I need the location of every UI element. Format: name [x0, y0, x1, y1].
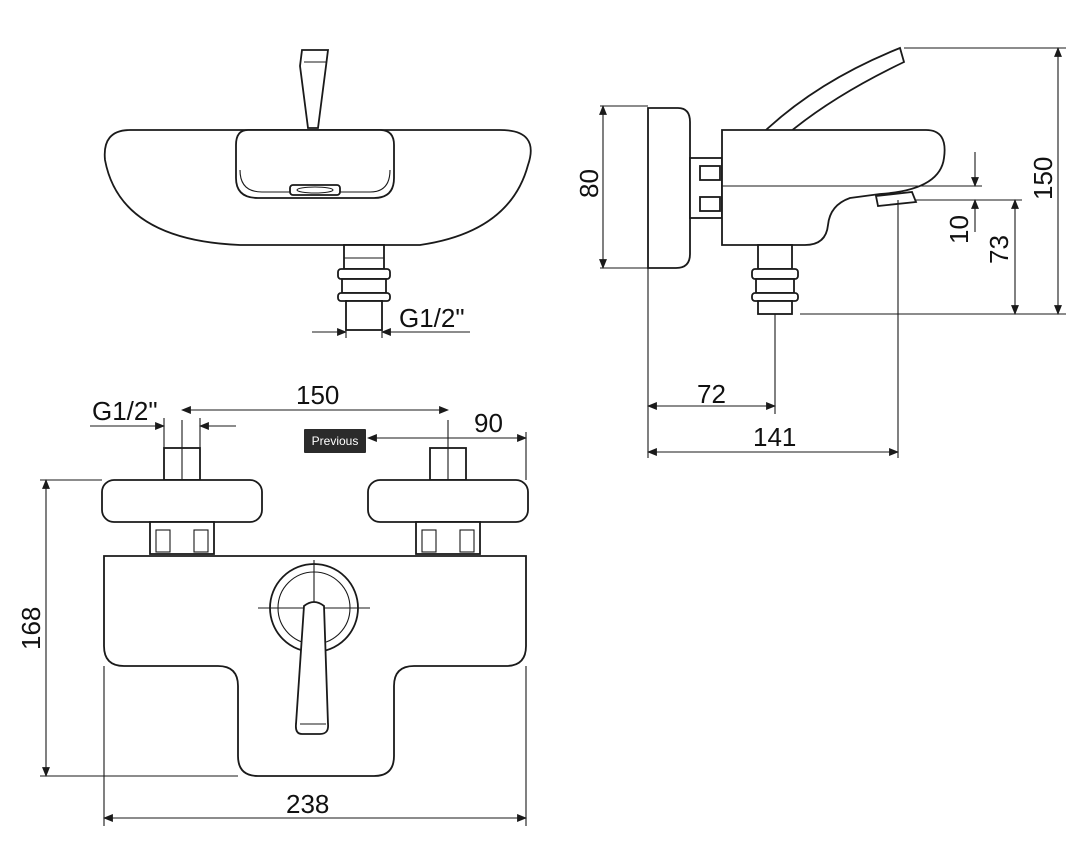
top-inlet-offset-label: 90 [474, 408, 503, 438]
side-depth-inlet-label: 72 [697, 379, 726, 409]
side-mixer-body [721, 129, 946, 246]
front-thread-dimension: G1/2" [312, 300, 470, 338]
top-left-flange [101, 479, 263, 523]
side-connector [751, 244, 799, 315]
side-view: 80 150 10 73 72 141 [574, 46, 1066, 458]
front-cartridge-cover [235, 129, 395, 199]
side-wall-plate [647, 107, 691, 269]
previous-button[interactable]: Previous [304, 429, 366, 453]
side-height-label: 80 [574, 169, 604, 198]
front-thread-label: G1/2" [399, 303, 465, 333]
side-spout-offset-label: 10 [944, 215, 974, 244]
front-lever [299, 49, 330, 129]
front-view: G1/2" [103, 49, 532, 338]
top-thread-label: G1/2" [92, 396, 158, 426]
top-width-label: 238 [286, 789, 329, 819]
side-outlet-height-label: 73 [984, 235, 1014, 264]
top-height-label: 168 [16, 607, 46, 650]
side-hose [763, 46, 906, 133]
top-right-flange [367, 479, 529, 523]
top-thread-dimension: G1/2" [90, 396, 236, 448]
top-view: G1/2" 150 90 168 238 [16, 380, 529, 826]
side-spout-outlet [874, 191, 918, 207]
top-lever [294, 601, 329, 735]
side-depth-total-label: 141 [753, 422, 796, 452]
top-inlet-spacing-label: 150 [296, 380, 339, 410]
side-total-height-label: 150 [1028, 157, 1058, 200]
